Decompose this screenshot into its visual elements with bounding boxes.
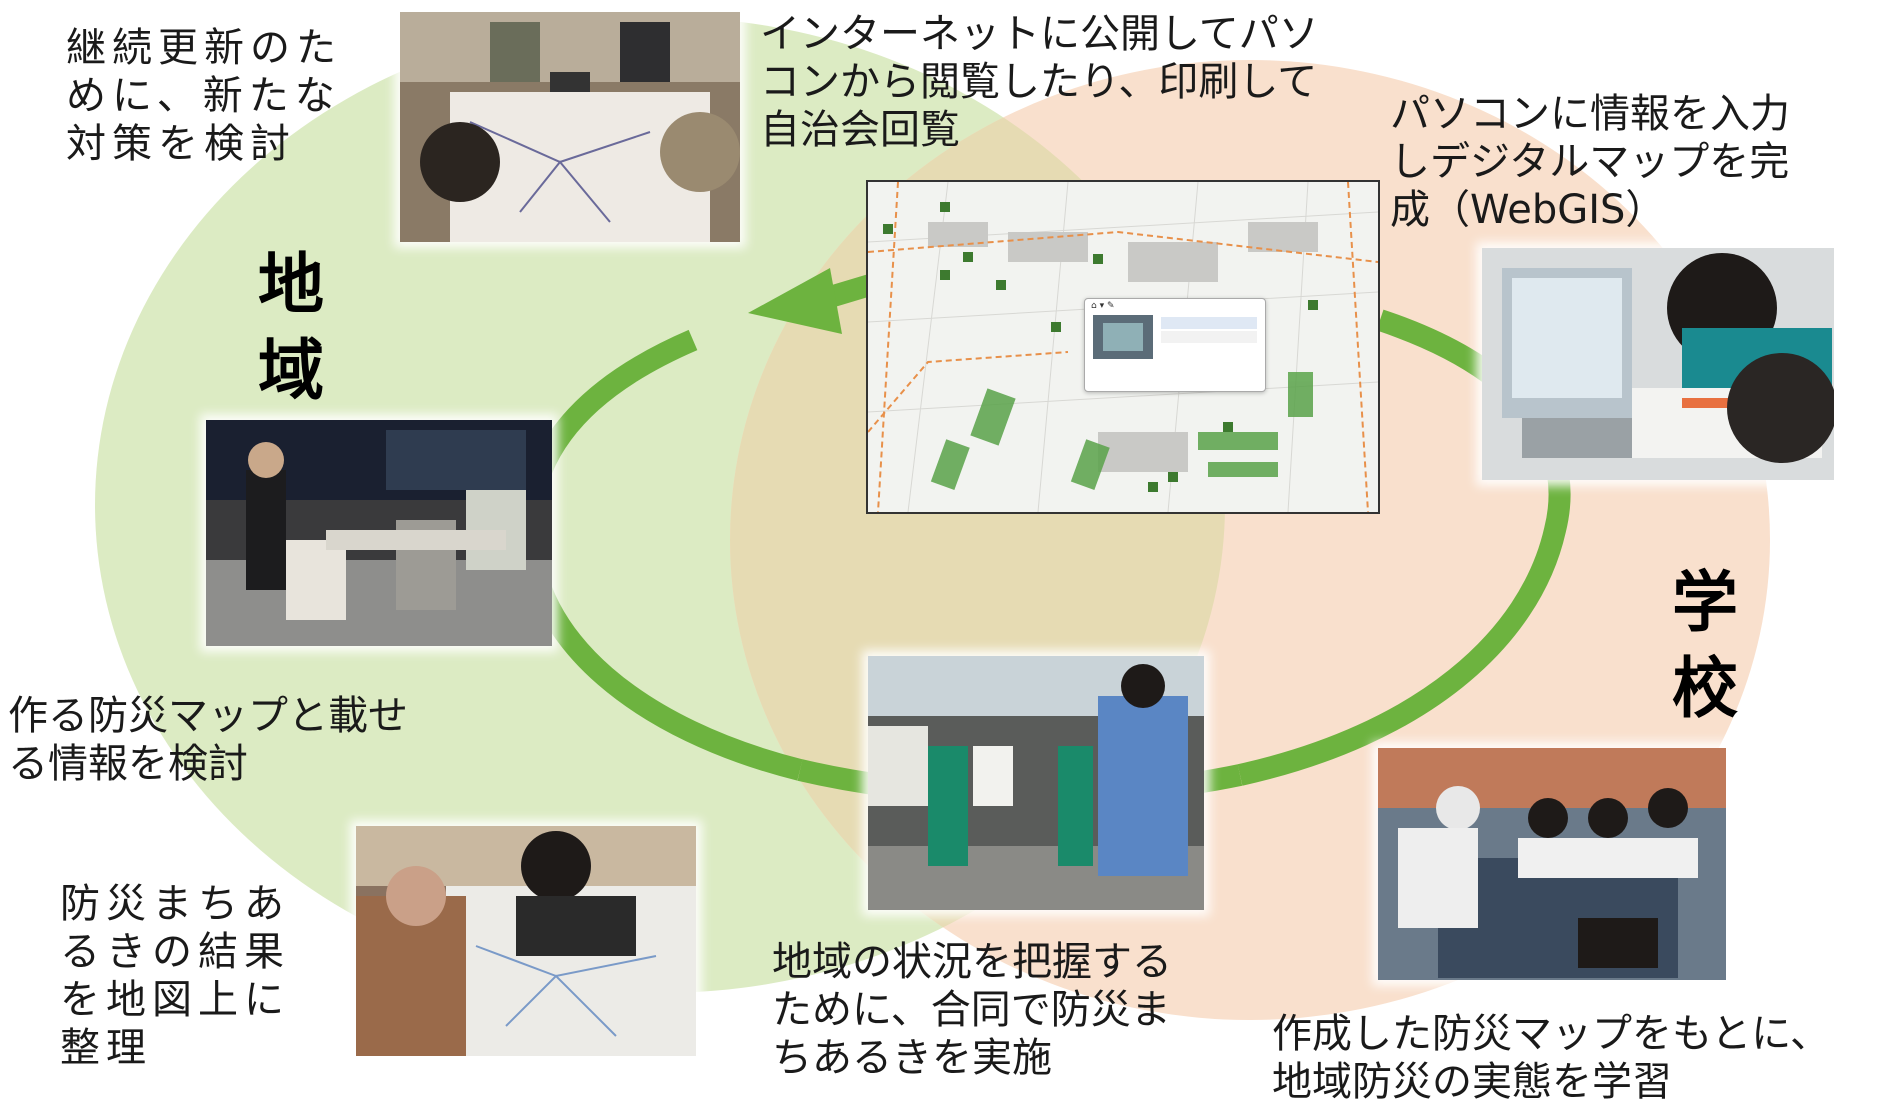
photo-town-walk (868, 656, 1204, 910)
step-text-joint-walk: 地域の状況を把握する ために、合同で防災ま ちあるきを実施 (772, 939, 1172, 1081)
webgis-map-screenshot: ⌂ ▾ ✎ (866, 180, 1380, 514)
map-info-popup: ⌂ ▾ ✎ (1084, 298, 1266, 392)
community-label: 地 域 (258, 246, 324, 409)
popup-title-bar: ⌂ ▾ ✎ (1091, 301, 1115, 311)
step-text-enter-data: パソコンに情報を入力 しデジタルマップを完 成（WebGIS） (1390, 91, 1790, 233)
photo-organizing-map (356, 826, 696, 1056)
popup-photo (1093, 315, 1153, 359)
school-label: 学 校 (1672, 564, 1738, 727)
photo-meeting-map-table (400, 12, 740, 242)
step-text-plan-map: 作る防災マップと載せ る情報を検討 (8, 693, 408, 787)
step-text-new-measures: 継続更新のた めに、新たな 対策を検討 (66, 25, 342, 167)
photo-students-floor-map (1378, 748, 1726, 980)
photo-students-computer (1482, 248, 1834, 480)
step-text-publish-online: インターネットに公開してパソ コンから閲覧したり、印刷して 自治会回覧 (760, 11, 1319, 153)
step-text-learn: 作成した防災マップをもとに、 地域防災の実態を学習 (1272, 1011, 1830, 1105)
popup-row-2 (1161, 331, 1257, 343)
photo-community-discussion (206, 420, 552, 646)
cycle-arrowhead (748, 268, 842, 334)
popup-row-1 (1161, 317, 1257, 329)
step-text-organize-results: 防災まちあ るきの結果 を地図上に 整理 (60, 881, 290, 1071)
